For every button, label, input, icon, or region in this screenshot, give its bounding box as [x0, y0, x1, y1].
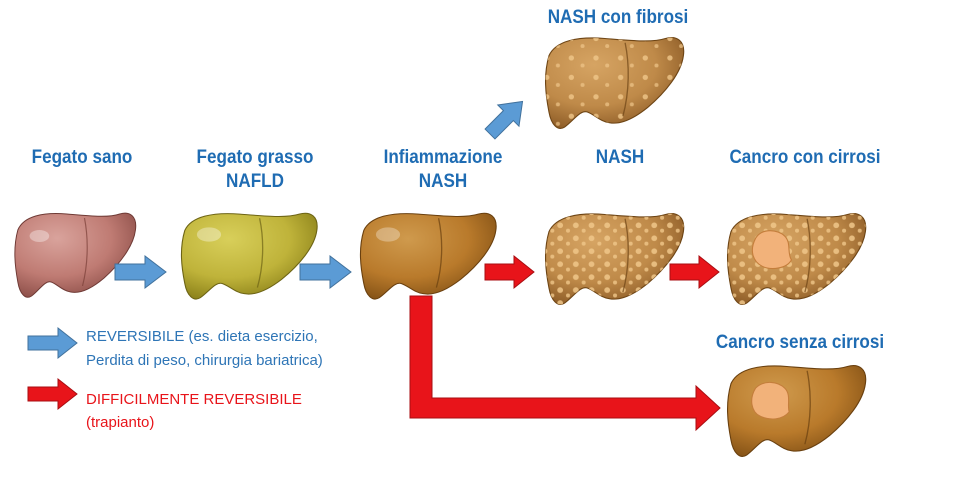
title-nash: NASH: [595, 147, 645, 168]
arrow-icon-fatty-to-inflammation: [299, 254, 352, 290]
legend-hard-line1: DIFFICILMENTE REVERSIBILE: [86, 391, 302, 408]
liver-icon-inflammation: [359, 212, 497, 300]
legend-hard-line2: (trapianto): [86, 414, 155, 431]
liver-icon-fatty: [180, 212, 318, 300]
arrow-icon-legend-reversible: [27, 326, 78, 360]
title-cancer-no-cirrhosis: Cancro senza cirrosi: [715, 332, 885, 353]
title-inflammation-line1: Infiammazione: [383, 147, 503, 168]
title-healthy: Fegato sano: [31, 147, 133, 168]
legend-reversible-line2: Perdita di peso, chirurgia bariatrica): [86, 352, 323, 369]
title-fatty-line1: Fegato grasso: [196, 147, 314, 168]
liver-icon-nash-fibrosis: [544, 37, 685, 129]
arrow-icon-nash-to-cancer: [669, 254, 720, 290]
liver-icon-cancer-cirrhosis: [726, 213, 867, 305]
arrow-icon-to-cancer-no-cirrhosis: [409, 295, 721, 432]
tumor-cancer-cirrhosis: [751, 230, 793, 269]
title-nash-fibrosis: NASH con fibrosi: [547, 7, 689, 28]
arrow-icon-inflammation-to-nash: [484, 254, 535, 290]
title-fatty-line2: NAFLD: [226, 171, 284, 192]
arrow-icon-to-fibrosis: [484, 100, 524, 140]
arrow-icon-healthy-to-fatty: [114, 254, 167, 290]
title-cancer-cirrhosis: Cancro con cirrosi: [729, 147, 881, 168]
legend-reversible-line1: REVERSIBILE (es. dieta esercizio,: [86, 328, 318, 345]
liver-icon-nash: [544, 213, 685, 305]
liver-icon-healthy: [14, 212, 137, 298]
arrow-icon-legend-hard: [27, 377, 78, 411]
tumor-cancer-no-cirrhosis: [751, 381, 790, 420]
title-inflammation-line2: NASH: [418, 171, 468, 192]
liver-icon-cancer-no-cirrhosis: [726, 365, 867, 457]
